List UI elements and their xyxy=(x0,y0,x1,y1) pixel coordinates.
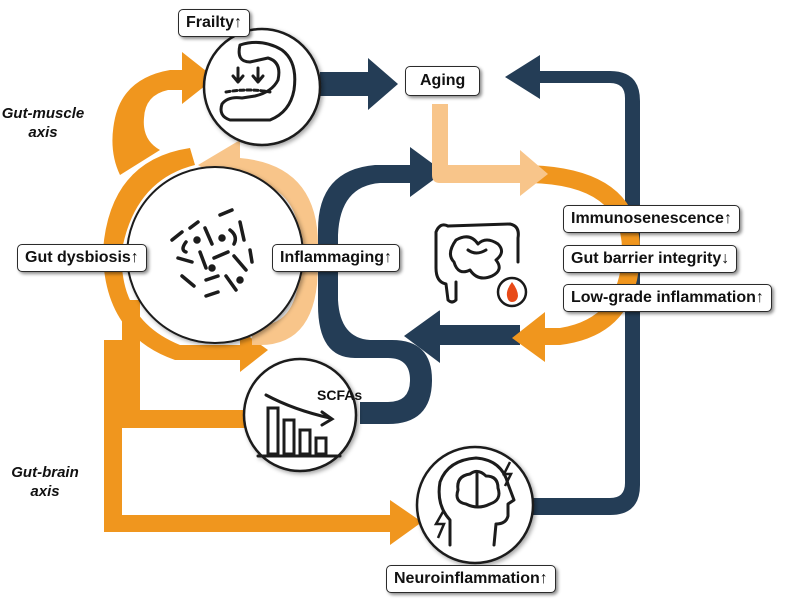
inflammaging-top-arrow xyxy=(198,140,318,245)
frailty-label: Frailty↑ xyxy=(178,9,251,37)
gut-muscle-axis-label: Gut-muscle axis xyxy=(0,104,86,142)
orange-arrows xyxy=(103,52,640,545)
navy-arrows xyxy=(318,55,640,515)
gut-dysbiosis-label: Gut dysbiosis↑ xyxy=(17,244,147,272)
gut-barrier-label: Gut barrier integrity↓ xyxy=(563,245,738,273)
gut-brain-axis-line2: axis xyxy=(30,483,60,500)
scfa-chart-icon xyxy=(242,357,358,473)
aging-to-gut-arrow xyxy=(440,165,640,362)
scfa-label: SCFAs xyxy=(317,387,362,403)
inflammaging-label: Inflammaging↑ xyxy=(272,244,401,272)
gut-muscle-arrow xyxy=(112,52,215,175)
aging-label: Aging xyxy=(405,66,481,96)
neuroinflammation-label: Neuroinflammation↑ xyxy=(386,565,556,593)
gut-to-inflammaging-arrow xyxy=(404,310,520,363)
scfa-to-inflammaging-arrow xyxy=(318,147,444,424)
neuro-to-aging-arrow xyxy=(505,55,640,515)
gut-brain-axis-line1: Gut-brain xyxy=(11,464,79,481)
aging-down-arrow xyxy=(432,104,548,196)
fire-icon xyxy=(496,276,528,308)
low-grade-inflammation-label: Low-grade inflammation↑ xyxy=(563,284,772,312)
gut-muscle-axis-line1: Gut-muscle xyxy=(1,105,85,122)
immunosenescence-label: Immunosenescence↑ xyxy=(563,205,740,233)
brain-head-icon xyxy=(415,445,535,565)
dysbiosis-loop-arrow xyxy=(103,148,268,372)
frailty-to-aging-arrow xyxy=(320,58,398,110)
gut-brain-arrow xyxy=(104,340,422,545)
muscle-icon xyxy=(202,27,322,147)
gut-muscle-axis-line2: axis xyxy=(28,124,58,141)
gut-brain-axis-label: Gut-brain axis xyxy=(10,463,80,501)
